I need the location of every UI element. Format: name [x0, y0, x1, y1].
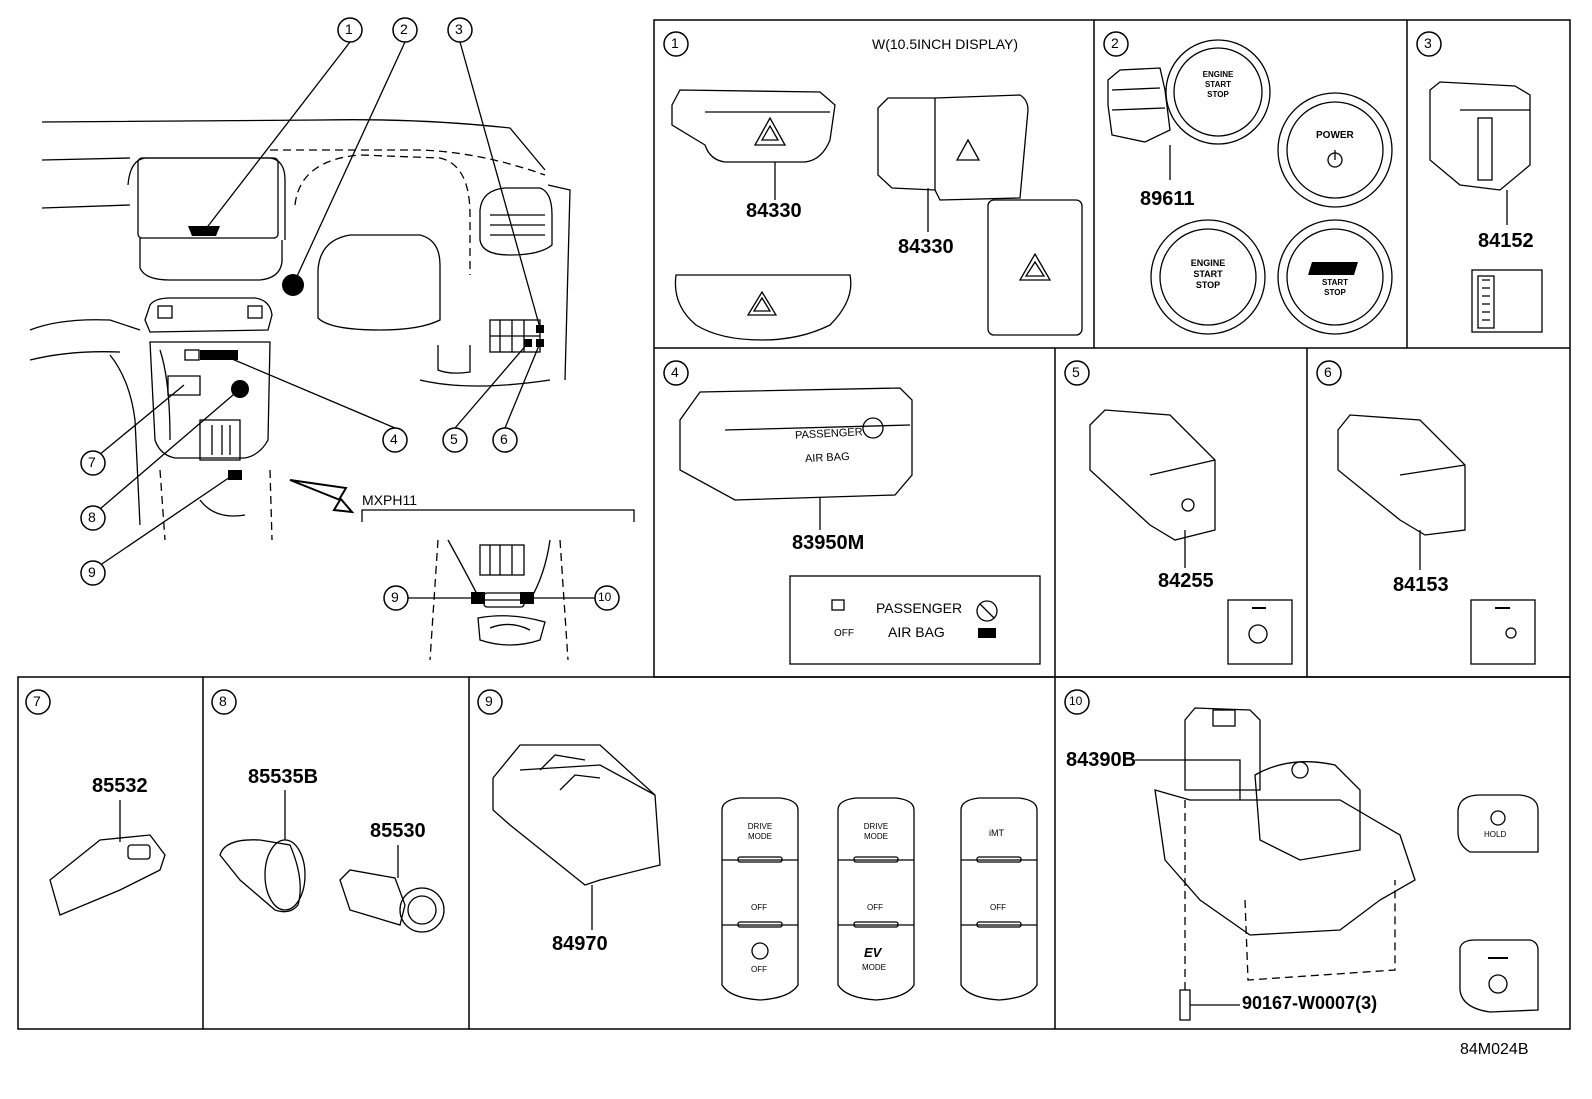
callout-leaders [92, 41, 541, 571]
p8-power-outlet-art [219, 790, 445, 933]
figure-code: 84M024B [1460, 1041, 1529, 1058]
overview-callouts [80, 17, 620, 611]
p4-label-line2: AIR BAG [888, 624, 945, 640]
p9-switch-3-imt: iMT [989, 828, 1004, 838]
callout-7[interactable]: 7 [88, 454, 96, 470]
p2-engine-start-stop-button: ENGINE START STOP [1190, 258, 1226, 290]
p9-switch-2-mode: MODE [862, 963, 886, 972]
callout-1[interactable]: 1 [345, 21, 353, 37]
p2-power-text: POWER [1316, 130, 1354, 141]
p9-switch-2-off: OFF [867, 903, 883, 912]
p4-airbag-indicator-art [679, 387, 1041, 665]
p5-part-number[interactable]: 84255 [1158, 570, 1214, 592]
p8-part-number-2[interactable]: 85530 [370, 820, 426, 842]
p10-parking-brake-switch-art [1135, 707, 1539, 1021]
p9-switch-1-off-2: OFF [751, 965, 767, 974]
p10-part-number-2[interactable]: 90167-W0007(3) [1242, 993, 1378, 1013]
callout-5[interactable]: 5 [450, 431, 458, 447]
p1-hazard-switch-art [671, 89, 1083, 341]
panel-7-number: 7 [33, 693, 41, 709]
p9-switch-1-top: DRIVE MODE [747, 822, 773, 841]
callout-9[interactable]: 9 [88, 564, 96, 580]
p8-part-number-1[interactable]: 85535B [248, 766, 319, 788]
p2-start-button-art [1107, 39, 1393, 335]
p2-gr-start-stop-button: START STOP [1321, 278, 1349, 297]
p3-part-number[interactable]: 84152 [1478, 230, 1534, 252]
p4-art-label-2: AIR BAG [804, 450, 850, 466]
p10-hold-text: HOLD [1484, 830, 1507, 839]
p1-part-number-2[interactable]: 84330 [898, 236, 954, 258]
p9-drive-mode-switch-art [492, 744, 1038, 1001]
panel-9-number: 9 [485, 693, 493, 709]
p9-switch-3-off: OFF [990, 903, 1006, 912]
p5-heater-switch-art [1089, 409, 1293, 665]
p10-part-number-1[interactable]: 84390B [1066, 749, 1137, 771]
p4-part-number[interactable]: 83950M [792, 532, 865, 554]
overview-illustration [29, 119, 571, 541]
p7-usb-art [49, 800, 166, 916]
p2-part-number[interactable]: 89611 [1140, 188, 1195, 210]
panel-4-number: 4 [671, 364, 679, 380]
p4-off-text: OFF [834, 628, 854, 639]
model-label: MXPH11 [362, 492, 417, 508]
callout-2[interactable]: 2 [400, 21, 408, 37]
callout-10-inset[interactable]: 10 [598, 590, 612, 604]
panel-2-number: 2 [1111, 35, 1119, 51]
p1-part-number-1[interactable]: 84330 [746, 200, 802, 222]
p9-part-number[interactable]: 84970 [552, 933, 608, 955]
p4-label-line1: PASSENGER [876, 600, 963, 616]
callout-6[interactable]: 6 [500, 431, 508, 447]
p2-engine-start-stop-upper: ENGINE START STOP [1202, 70, 1234, 99]
p9-switch-2-top: DRIVE MODE [863, 822, 889, 841]
callout-8[interactable]: 8 [88, 509, 96, 525]
p7-part-number[interactable]: 85532 [92, 775, 148, 797]
p6-headlamp-switch-art [1337, 414, 1536, 665]
panel-10-number: 10 [1069, 694, 1083, 708]
callout-9-inset[interactable]: 9 [391, 589, 399, 605]
panel-1-number: 1 [671, 35, 679, 51]
mxph11-inset [361, 509, 635, 661]
panel-borders [17, 19, 1571, 1030]
p9-switch-2-ev: EV [864, 945, 882, 960]
p1-note: W(10.5INCH DISPLAY) [872, 36, 1018, 52]
p6-part-number[interactable]: 84153 [1393, 574, 1449, 596]
panel-3-number: 3 [1424, 35, 1432, 51]
panel-8-number: 8 [219, 693, 227, 709]
p9-switch-1-off-1: OFF [751, 903, 767, 912]
callout-3[interactable]: 3 [455, 21, 463, 37]
callout-4[interactable]: 4 [390, 431, 398, 447]
p3-dimmer-art [1429, 81, 1543, 333]
panel-5-number: 5 [1072, 364, 1080, 380]
panel-6-number: 6 [1324, 364, 1332, 380]
